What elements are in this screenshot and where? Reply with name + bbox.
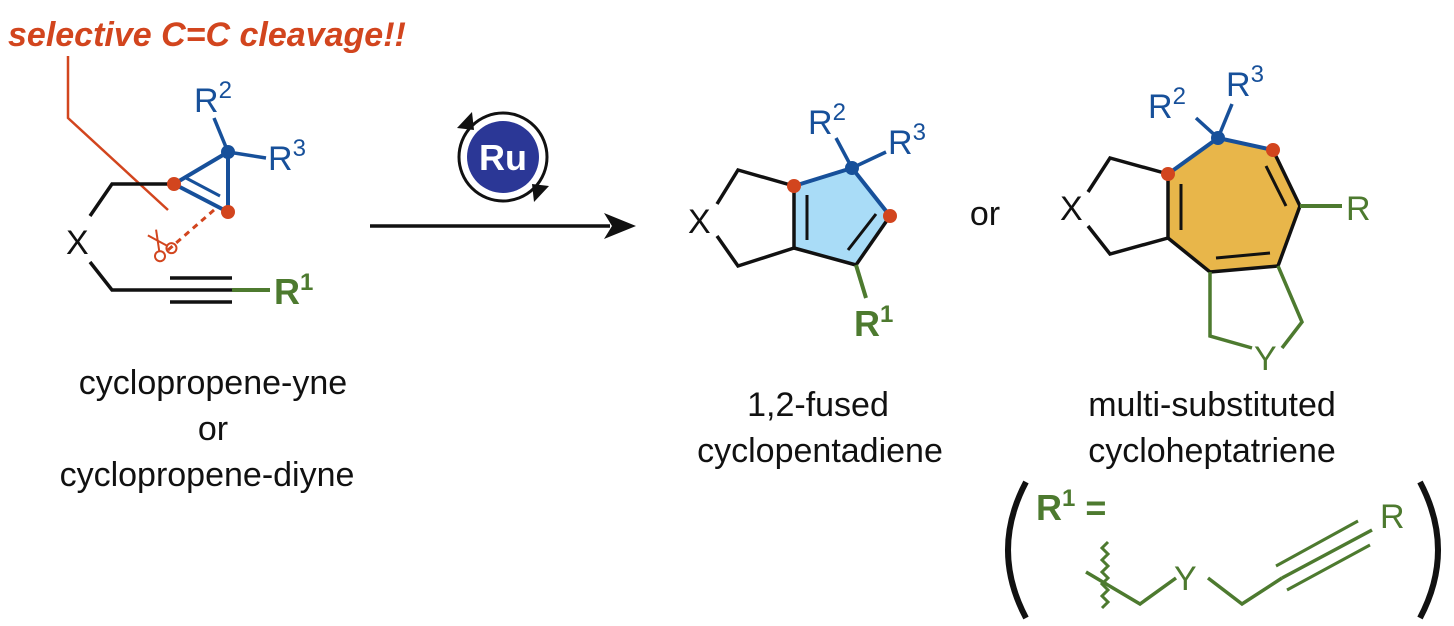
- product1-caption-line-1: 1,2-fused: [747, 386, 889, 424]
- product2-caption-line-1: multi-substituted: [1088, 386, 1336, 424]
- or-label: or: [970, 195, 1000, 233]
- product2-caption-line-2: cycloheptatriene: [1088, 432, 1336, 470]
- scissors-icon: [147, 229, 178, 263]
- r1-bond: [854, 264, 868, 299]
- ring-bond: [1276, 205, 1302, 267]
- r1-alkyne-2: [1286, 543, 1371, 592]
- ring-double-bond-inner: [1215, 251, 1271, 260]
- reactant-caption-line-3: cyclopropene-diyne: [60, 456, 355, 494]
- product2-r3-label: R3: [1226, 61, 1264, 104]
- cycloheptatriene-fill: [1168, 138, 1300, 272]
- r1-definition-y-label: Y: [1174, 560, 1197, 598]
- product2-x-label: X: [1060, 190, 1083, 228]
- product1-r3-label: R3: [888, 119, 926, 162]
- r1-definition: R1= Y R: [1005, 480, 1441, 620]
- reaction-arrow: [370, 213, 636, 239]
- product2-r-label: R: [1346, 190, 1371, 228]
- product-cyclopentadiene: X R2 R3 R1: [688, 99, 926, 344]
- ring-bond-blue: [850, 166, 892, 218]
- atom-dot: [167, 177, 181, 191]
- atom-dot: [1161, 167, 1175, 181]
- r1-chain-right: [1206, 576, 1283, 607]
- ring-bond: [1209, 264, 1279, 274]
- ru-catalyst: Ru: [457, 111, 549, 203]
- ring-bond-blue: [793, 166, 853, 188]
- headline: selective C=C cleavage!!: [8, 16, 406, 54]
- atom-dot: [221, 145, 235, 159]
- cyclopropene-double-bond-outer: [173, 182, 229, 214]
- wavy-bond-attachment: [1099, 540, 1111, 610]
- r1-chain-left: [1085, 570, 1178, 607]
- product-cycloheptatriene: X R Y R2 R3: [1060, 61, 1371, 378]
- r1-alkyne-1: [1281, 528, 1373, 580]
- reactant-structure: X R1 R2 R3: [66, 56, 313, 312]
- r1-definition-r-label: R: [1380, 498, 1405, 536]
- product1-caption-line-2: cyclopentadiene: [697, 432, 943, 470]
- product1-x-label: X: [688, 203, 711, 241]
- product2-x-ring-bottom: [1086, 224, 1169, 256]
- atom-dot: [845, 161, 859, 175]
- y-ring-left: [1208, 272, 1253, 350]
- product1-x-ring-top: [715, 167, 795, 205]
- atom-dot: [883, 209, 897, 223]
- product1-r2-label: R2: [808, 99, 846, 142]
- product2-y-label: Y: [1254, 340, 1277, 378]
- ring-bond: [1166, 236, 1212, 274]
- ring-double-bond-inner: [846, 213, 878, 251]
- reactant-r2-label: R2: [194, 77, 232, 120]
- ru-label: Ru: [479, 137, 527, 178]
- ru-cycle-ring: [457, 111, 549, 203]
- cyclopropene-double-bond-inner: [185, 176, 221, 198]
- cleavage-leader-line: [66, 56, 169, 211]
- ring-bond: [854, 215, 892, 266]
- ring-bond-blue: [1217, 136, 1274, 152]
- reactant-chain-bottom: [88, 260, 170, 292]
- atom-dot: [1211, 131, 1225, 145]
- ring-bond: [793, 246, 857, 267]
- cyclopentadiene-fill: [794, 168, 890, 265]
- product2-r2-label: R2: [1148, 83, 1186, 126]
- atom-dot: [1266, 143, 1280, 157]
- product1-r1-label: R1: [854, 301, 893, 344]
- ru-circle: [467, 121, 539, 193]
- cycle-arrow-icon: [457, 112, 474, 130]
- atom-dot: [787, 179, 801, 193]
- y-ring-right: [1276, 265, 1305, 350]
- r1-alkyne-3: [1275, 519, 1359, 568]
- product2-x-ring-top: [1086, 155, 1169, 193]
- reactant-r3-label: R3: [268, 135, 306, 178]
- product1-x-ring-bottom: [715, 234, 795, 269]
- ring-bond: [1271, 149, 1302, 207]
- cycle-arrow-icon: [532, 184, 549, 202]
- reactant-chain-top: [88, 182, 174, 217]
- atom-dot: [221, 205, 235, 219]
- ring-double-bond-inner: [1264, 165, 1288, 207]
- ring-bond-blue: [1166, 136, 1220, 176]
- r1-definition-label: R1=: [1036, 485, 1106, 528]
- left-parenthesis: [1005, 480, 1029, 620]
- reactant-caption-line-1: cyclopropene-yne: [79, 364, 347, 402]
- reactant-caption-line-2: or: [198, 410, 228, 448]
- cyclopropene-bond-top: [172, 150, 230, 186]
- reactant-x-label: X: [66, 224, 89, 262]
- right-parenthesis: [1417, 480, 1441, 620]
- reactant-r1-label: R1: [274, 269, 313, 312]
